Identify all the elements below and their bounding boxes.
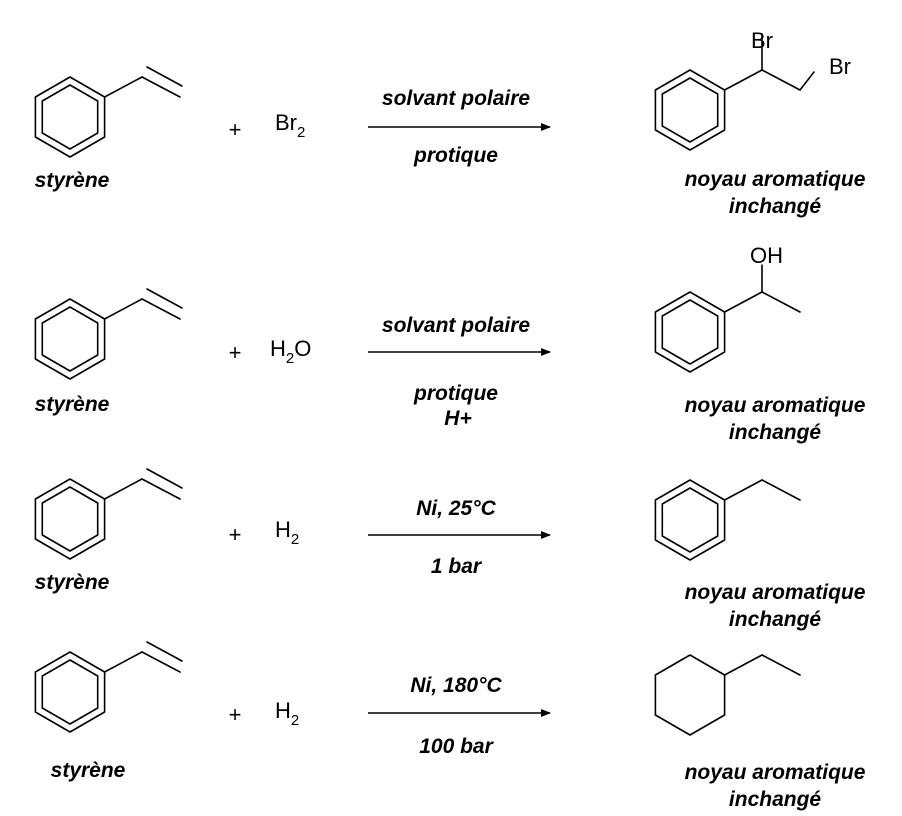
reagent-formula: H2: [275, 698, 299, 729]
plus-sign: +: [229, 117, 242, 142]
conditions-below: H+: [444, 407, 471, 430]
conditions-below: 100 bar: [419, 735, 494, 758]
conditions-below: protique: [413, 144, 498, 167]
alcohol-product-structure: [654, 264, 801, 373]
conditions-below: protique: [413, 382, 498, 405]
styrene-structure: [34, 468, 183, 560]
plus-sign: +: [229, 340, 242, 365]
reaction-hydration: styrène + H2O solvant polaire protique H…: [34, 243, 866, 444]
conditions-above: Ni, 25°C: [416, 497, 496, 520]
reactant-label: styrène: [35, 169, 110, 192]
conditions-above: solvant polaire: [382, 87, 531, 110]
reaction-hydrogenation-mild: styrène + H2 Ni, 25°C 1 bar noyau aromat…: [34, 468, 866, 631]
product-label: inchangé: [729, 195, 822, 218]
styrene-structure: [34, 288, 183, 380]
hydroxyl-substituent: OH: [750, 243, 783, 268]
bromine-substituent: Br: [751, 28, 773, 53]
conditions-above: Ni, 180°C: [410, 674, 502, 697]
conditions-above: solvant polaire: [382, 314, 531, 337]
styrene-structure: [34, 641, 183, 733]
bromine-substituent: Br: [829, 54, 851, 79]
reagent-formula: Br2: [275, 110, 305, 141]
product-label: inchangé: [729, 608, 822, 631]
conditions-below: 1 bar: [431, 555, 483, 578]
reactant-label: styrène: [35, 393, 110, 416]
plus-sign: +: [229, 522, 242, 547]
reaction-bromination: styrène + Br2 solvant polaire protique B…: [34, 28, 866, 218]
product-label: inchangé: [729, 421, 822, 444]
reactant-label: styrène: [51, 759, 126, 782]
styrene-structure: [34, 66, 183, 158]
reaction-hydrogenation-forcing: styrène + H2 Ni, 180°C 100 bar noyau aro…: [34, 641, 866, 811]
product-label: noyau aromatique: [685, 394, 866, 417]
product-label: noyau aromatique: [685, 168, 866, 191]
reagent-formula: H2: [275, 517, 299, 548]
product-label: inchangé: [729, 788, 822, 811]
product-label: noyau aromatique: [685, 761, 866, 784]
reagent-formula: H2O: [270, 336, 311, 367]
ethylbenzene-product-structure: [654, 479, 801, 561]
ethylcyclohexane-product-structure: [654, 654, 801, 736]
dibromide-product-structure: [654, 33, 815, 151]
plus-sign: +: [229, 702, 242, 727]
reactant-label: styrène: [35, 571, 110, 594]
product-label: noyau aromatique: [685, 581, 866, 604]
